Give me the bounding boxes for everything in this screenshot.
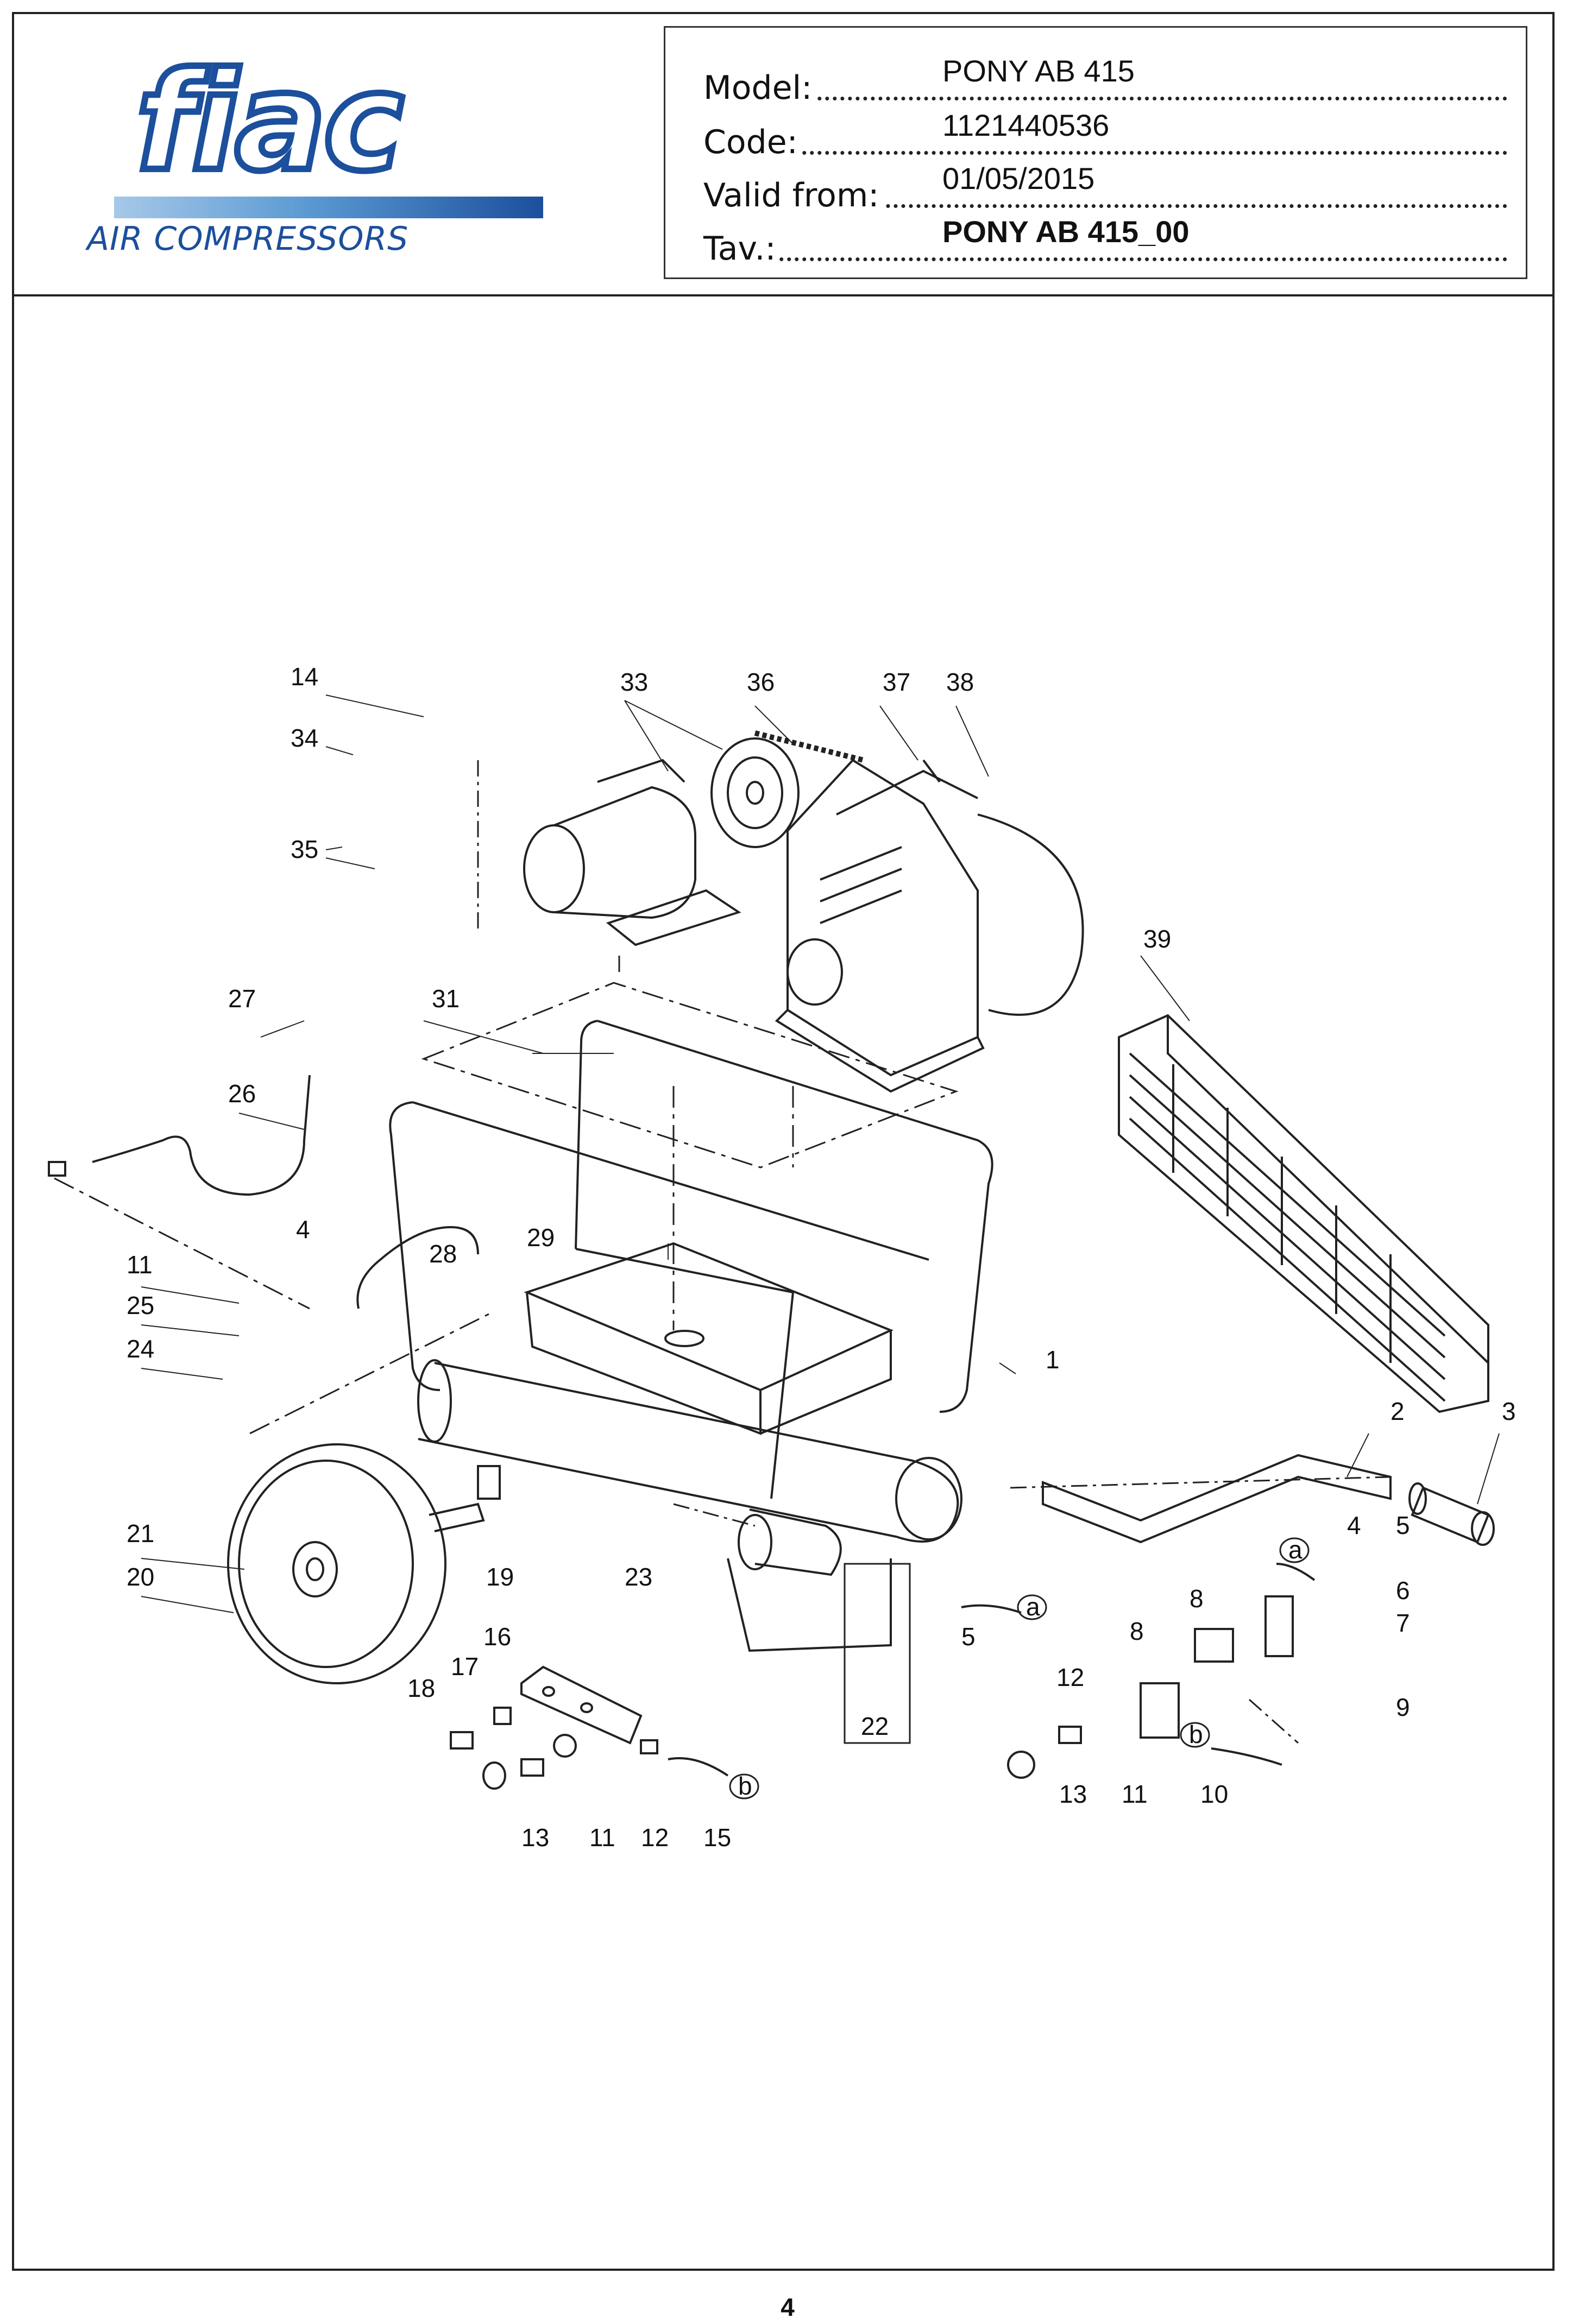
callout-36: 38 — [946, 668, 974, 696]
grip-part — [1408, 1482, 1495, 1546]
tav-row: Tav.: PONY AB 415_00 — [703, 214, 1507, 270]
page-number: 4 — [781, 2293, 795, 2321]
fixing-plane — [54, 982, 959, 1435]
model-row: Model: PONY AB 415 — [703, 54, 1507, 109]
callout-31: 14 — [291, 662, 318, 691]
callout-11b: 11 — [589, 1823, 615, 1852]
connector-a-circle — [1279, 1537, 1310, 1563]
callout-11c: 11 — [1122, 1780, 1148, 1808]
assembly-axis — [477, 760, 1391, 1744]
callout-5: 5 — [1396, 1511, 1410, 1539]
code-value: 1121440536 — [942, 108, 1110, 142]
valid-from-row: Valid from: 01/05/2015 — [703, 161, 1507, 217]
tav-label: Tav.: — [703, 230, 779, 268]
callout-2: 2 — [1390, 1397, 1405, 1425]
callout-11: 11 — [127, 1251, 153, 1279]
connector-b2-circle — [1180, 1722, 1210, 1748]
callout-17: 18 — [407, 1674, 435, 1702]
title-block: Model: PONY AB 415 Code: 1121440536 Vali… — [664, 26, 1527, 279]
tube-part — [356, 1226, 479, 1309]
callout-20: 21 — [127, 1519, 154, 1548]
connector-label-b2: b — [1189, 1720, 1203, 1748]
callout-34: 36 — [747, 668, 775, 696]
dotted-line — [703, 151, 1507, 155]
callout-10: 10 — [1200, 1780, 1228, 1808]
callout-14: 15 — [703, 1823, 731, 1852]
callout-35: 37 — [883, 668, 910, 696]
logo-wordmark: fiac — [133, 43, 407, 201]
fitting-part — [450, 1707, 729, 1790]
callout-8: 8 — [1190, 1584, 1204, 1613]
callout-8b: 8 — [1130, 1617, 1144, 1645]
callout-27: 28 — [429, 1240, 457, 1268]
callout-29: 31 — [432, 984, 460, 1013]
header-divider — [12, 294, 1555, 296]
handle-part — [1042, 1454, 1392, 1544]
callout-26: 27 — [228, 984, 256, 1013]
wheel-part — [227, 1443, 501, 1684]
callout-33: 35 — [291, 835, 318, 863]
callout-15: 16 — [483, 1622, 511, 1651]
motor-part — [523, 759, 741, 946]
logo-tagline: AIR COMPRESSORS — [87, 220, 409, 258]
connector-a2-circle — [1017, 1594, 1047, 1620]
callout-4b: 4 — [1347, 1511, 1361, 1539]
cable-part — [48, 1075, 311, 1196]
logo-stripe — [114, 197, 543, 218]
callout-22: 23 — [625, 1563, 652, 1591]
code-label: Code: — [703, 123, 801, 161]
dotted-line — [703, 257, 1507, 261]
tav-value: PONY AB 415_00 — [942, 214, 1190, 249]
callout-5b: 5 — [961, 1622, 976, 1651]
callout-37: 39 — [1143, 925, 1171, 953]
callout-12: 12 — [1056, 1663, 1084, 1691]
belt-part — [754, 730, 865, 763]
code-row: Code: 1121440536 — [703, 108, 1507, 163]
callout-18: 19 — [486, 1563, 514, 1591]
page-frame — [12, 12, 1555, 2271]
leader-lines — [141, 694, 1500, 1613]
callout-28: 29 — [527, 1223, 555, 1252]
callout-25: 26 — [228, 1079, 256, 1108]
belt-guard-part — [1118, 1014, 1489, 1413]
fiac-logo: fiac AIR COMPRESSORS — [81, 43, 559, 261]
callout-13: 13 — [521, 1823, 549, 1852]
callouts: 14 34 35 33 36 37 38 39 27 31 26 4 28 29… — [127, 662, 1516, 1852]
dotted-line — [703, 204, 1507, 208]
manifold-part — [520, 1665, 643, 1745]
callout-23: 24 — [127, 1335, 154, 1363]
callout-19: 20 — [127, 1563, 154, 1591]
callout-6: 6 — [1396, 1576, 1410, 1605]
connector-label-b: b — [738, 1772, 752, 1800]
frame-part — [389, 1020, 993, 1499]
tank-part — [417, 1359, 962, 1652]
callout-21-box — [844, 1563, 911, 1744]
callout-9: 9 — [1396, 1693, 1410, 1721]
callout-21: 22 — [861, 1712, 889, 1740]
callout-13b: 13 — [1059, 1780, 1087, 1808]
callout-12b: 12 — [641, 1823, 669, 1852]
pulley-part — [710, 737, 800, 848]
model-label: Model: — [703, 69, 816, 107]
callout-4: 4 — [296, 1215, 310, 1243]
callout-1: 1 — [1046, 1346, 1060, 1374]
base-plate-part — [524, 1242, 894, 1435]
callout-30: 33 — [620, 668, 648, 696]
connector-label-a: a — [1288, 1536, 1303, 1564]
callout-7: 7 — [1396, 1609, 1410, 1637]
callout-16: 17 — [451, 1652, 479, 1681]
dotted-line — [703, 97, 1507, 100]
callout-32: 34 — [291, 724, 318, 752]
valid-from-value: 01/05/2015 — [942, 161, 1095, 195]
callout-3: 3 — [1502, 1397, 1516, 1425]
filter-regulator-part — [961, 1563, 1316, 1779]
connector-label-a2: a — [1026, 1593, 1040, 1621]
connector-b-circle — [729, 1773, 759, 1799]
callout-24: 25 — [127, 1291, 154, 1319]
model-value: PONY AB 415 — [942, 54, 1135, 88]
valid-from-label: Valid from: — [703, 176, 883, 214]
pump-part — [775, 759, 1084, 1093]
